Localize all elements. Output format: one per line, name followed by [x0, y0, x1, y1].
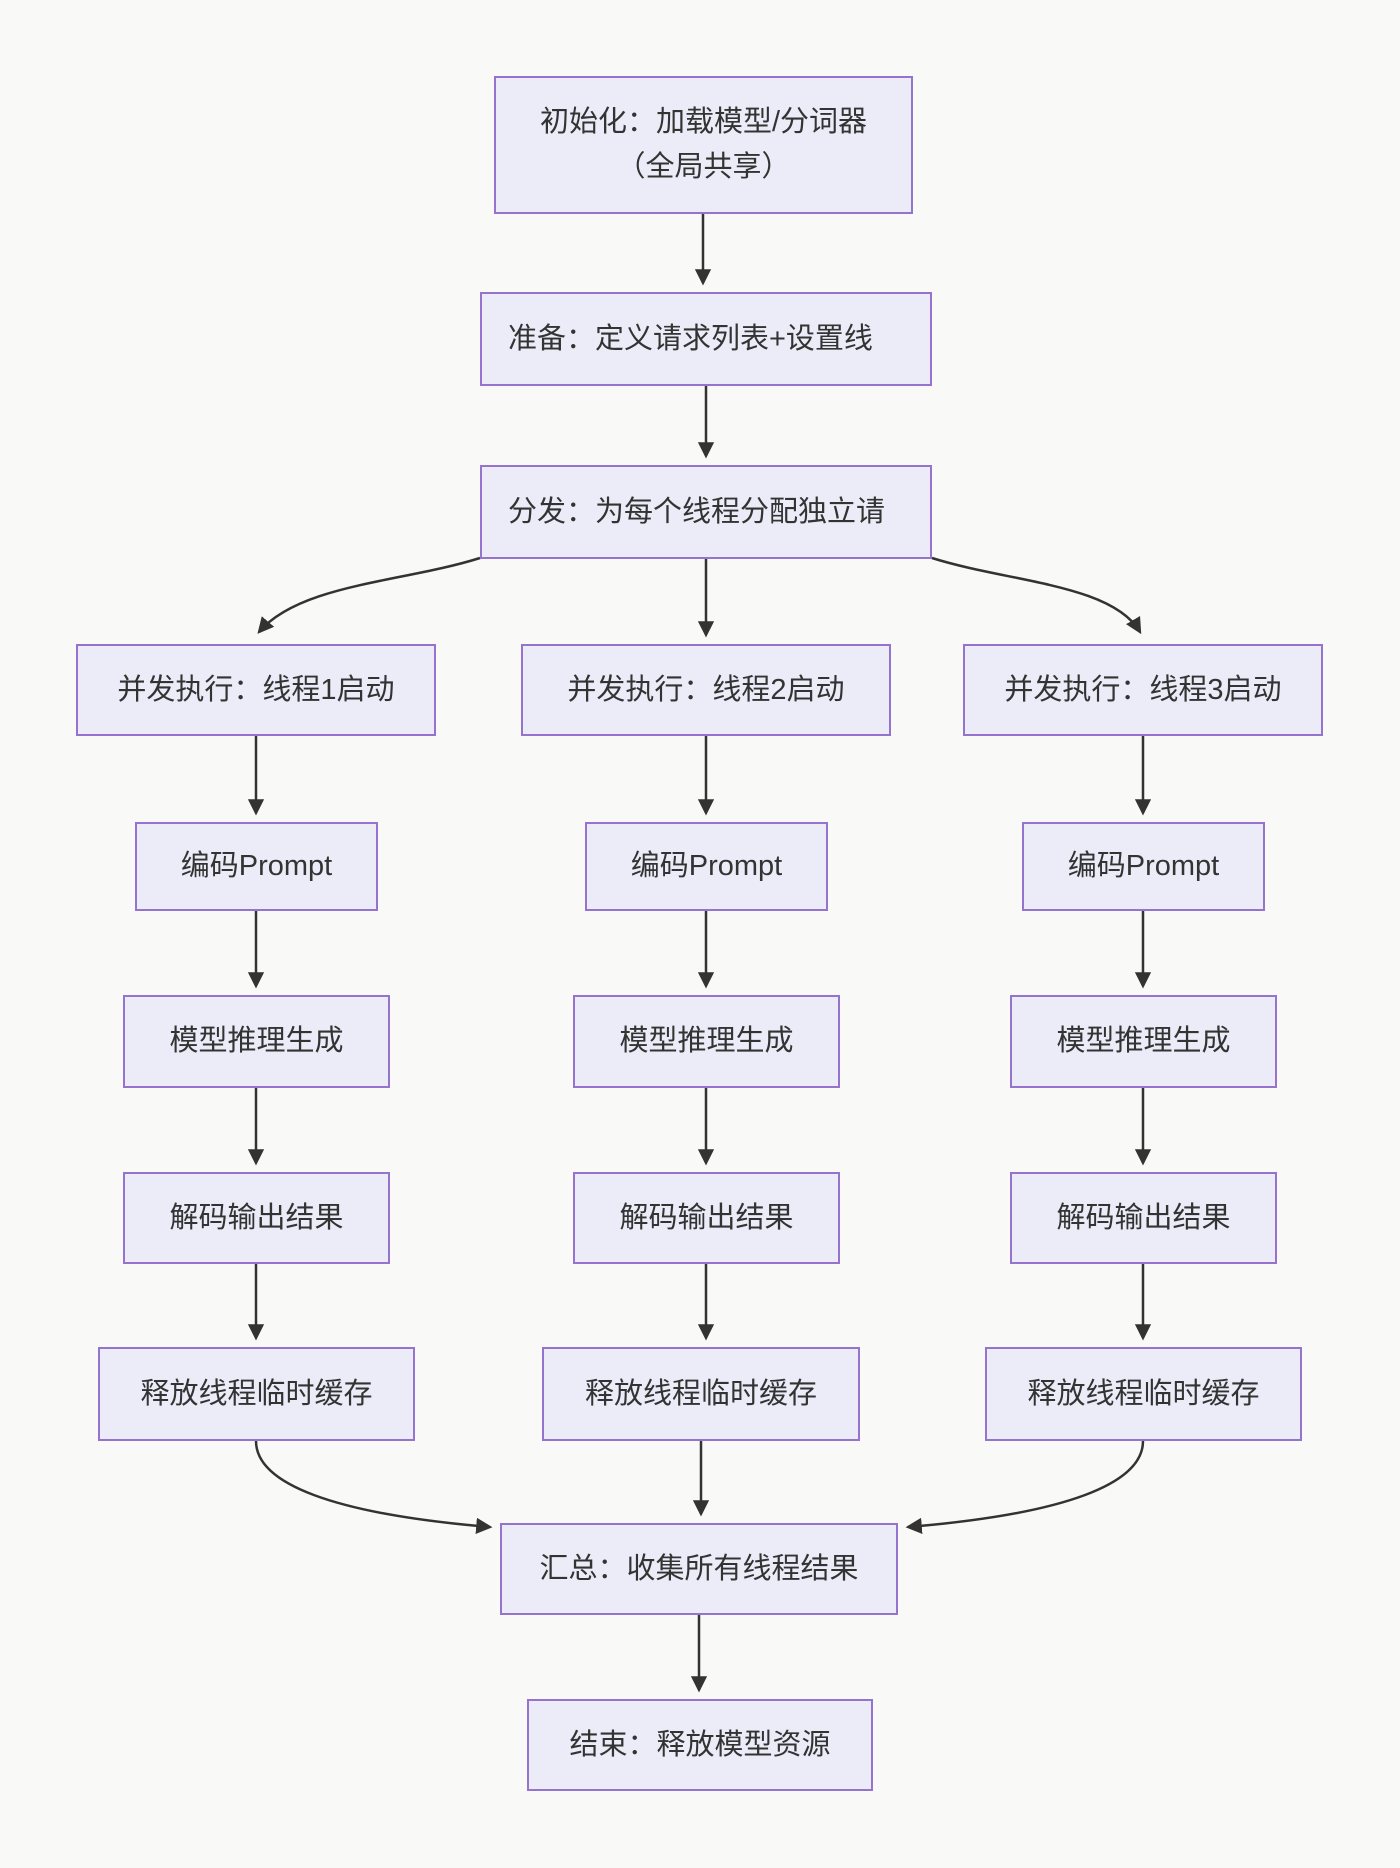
- node-init-line1: 初始化：加载模型/分词器: [539, 106, 868, 139]
- node-thread1-infer: 模型推理生成: [123, 995, 390, 1088]
- node-prepare-label: 准备：定义请求列表+设置线: [508, 322, 873, 355]
- node-thread2-start-label: 并发执行：线程2启动: [567, 673, 845, 706]
- node-thread1-release-label: 释放线程临时缓存: [140, 1377, 373, 1410]
- node-merge: 汇总：收集所有线程结果: [500, 1523, 898, 1615]
- node-thread2-decode: 解码输出结果: [573, 1172, 840, 1264]
- node-dispatch-label: 分发：为每个线程分配独立请: [508, 495, 886, 528]
- node-thread3-release: 释放线程临时缓存: [985, 1347, 1302, 1441]
- node-thread3-decode: 解码输出结果: [1010, 1172, 1277, 1264]
- node-thread2-release: 释放线程临时缓存: [542, 1347, 860, 1441]
- node-thread3-start: 并发执行：线程3启动: [963, 644, 1323, 736]
- edge-release1-merge: [254, 1440, 493, 1534]
- node-thread2-infer: 模型推理生成: [573, 995, 840, 1088]
- node-thread2-start: 并发执行：线程2启动: [521, 644, 891, 736]
- node-thread2-decode-label: 解码输出结果: [619, 1201, 794, 1234]
- node-thread3-encode: 编码Prompt: [1022, 822, 1265, 911]
- node-merge-label: 汇总：收集所有线程结果: [539, 1552, 859, 1585]
- node-thread1-start-label: 并发执行：线程1启动: [117, 673, 395, 706]
- node-thread2-release-label: 释放线程临时缓存: [584, 1377, 817, 1410]
- node-thread3-infer-label: 模型推理生成: [1056, 1025, 1231, 1058]
- node-thread2-encode: 编码Prompt: [585, 822, 828, 911]
- node-thread3-encode-label: 编码Prompt: [1067, 850, 1220, 883]
- node-thread1-decode-label: 解码输出结果: [169, 1201, 344, 1234]
- node-thread1-decode: 解码输出结果: [123, 1172, 390, 1264]
- node-thread1-start: 并发执行：线程1启动: [76, 644, 436, 736]
- edge-dispatch-thread1: [257, 556, 481, 634]
- edge-release3-merge: [905, 1440, 1145, 1534]
- node-thread1-infer-label: 模型推理生成: [169, 1025, 344, 1058]
- node-thread1-encode: 编码Prompt: [135, 822, 378, 911]
- node-end-label: 结束：释放模型资源: [569, 1728, 831, 1761]
- node-init: 初始化：加载模型/分词器 （全局共享）: [494, 76, 913, 214]
- node-thread3-decode-label: 解码输出结果: [1056, 1201, 1231, 1234]
- node-dispatch: 分发：为每个线程分配独立请: [480, 465, 932, 559]
- node-init-line2: （全局共享）: [616, 151, 791, 183]
- node-prepare: 准备：定义请求列表+设置线: [480, 292, 932, 386]
- node-thread3-start-label: 并发执行：线程3启动: [1004, 673, 1282, 706]
- node-end: 结束：释放模型资源: [527, 1699, 873, 1791]
- node-thread2-encode-label: 编码Prompt: [630, 850, 783, 883]
- node-thread2-infer-label: 模型推理生成: [619, 1025, 794, 1058]
- node-thread1-release: 释放线程临时缓存: [98, 1347, 415, 1441]
- node-thread3-infer: 模型推理生成: [1010, 995, 1277, 1088]
- node-thread1-encode-label: 编码Prompt: [180, 850, 333, 883]
- node-thread3-release-label: 释放线程临时缓存: [1027, 1377, 1260, 1410]
- edge-dispatch-thread3: [931, 556, 1142, 635]
